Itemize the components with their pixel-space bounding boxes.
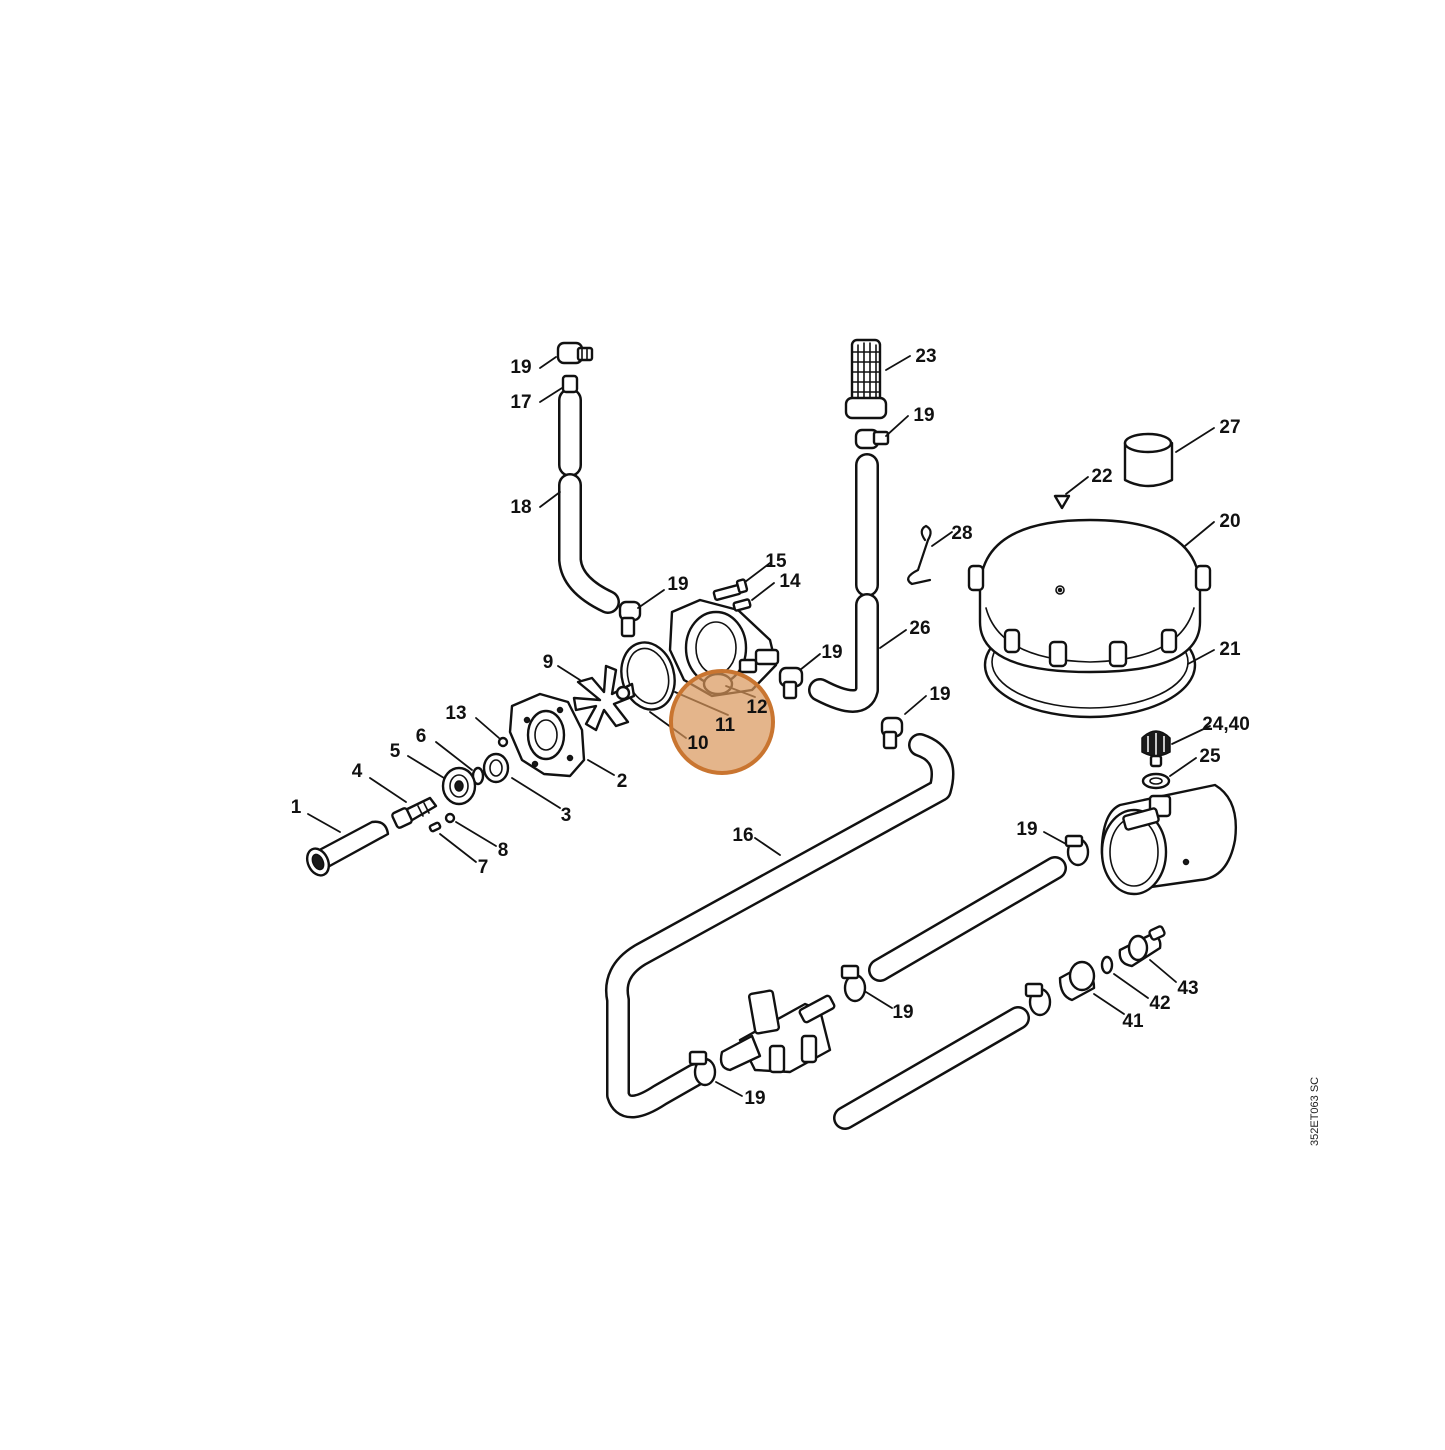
connector-17: [561, 374, 579, 394]
plug-22: [1053, 494, 1071, 510]
part-label-6: 6: [416, 726, 427, 747]
part-label-11: 11: [715, 715, 736, 736]
part-labels: 1917181915149136541238711121023192819261…: [291, 346, 1250, 1109]
part-label-28: 28: [951, 523, 972, 544]
screw-7: [428, 821, 442, 833]
seal-3: [482, 752, 510, 784]
part-label-23: 23: [915, 346, 936, 367]
part-label-9: 9: [543, 652, 554, 673]
part-label-8: 8: [498, 840, 509, 861]
part-label-41: 41: [1122, 1011, 1144, 1032]
hose-clamp-strainer: [854, 428, 890, 450]
part-label-25: 25: [1199, 746, 1221, 767]
part-label-22: 22: [1091, 466, 1112, 487]
hose-clamp-pump-left: [618, 600, 642, 638]
hose-16: [605, 733, 955, 1119]
tank-lid-20: [967, 518, 1212, 674]
fitting-41: [1058, 960, 1096, 1002]
screw-15: [712, 578, 749, 601]
part-label-19: 19: [1016, 819, 1037, 840]
part-label-19: 19: [667, 574, 688, 595]
valve-body: [719, 989, 836, 1074]
washer-25: [1141, 772, 1171, 790]
part-label-19: 19: [913, 405, 934, 426]
part-label-17: 17: [510, 392, 531, 413]
part-label-20: 20: [1219, 511, 1240, 532]
screw-14: [732, 598, 752, 612]
part-label-15: 15: [765, 551, 787, 572]
flange-2: [508, 692, 586, 778]
part-label-3: 3: [561, 805, 572, 826]
part-label-24-40: 24,40: [1202, 714, 1250, 735]
part-label-19: 19: [510, 357, 531, 378]
impeller-9: [572, 664, 636, 732]
highlight-marker: [669, 669, 775, 775]
washer-13: [497, 736, 509, 748]
hose-upper-diagonal: [868, 856, 1067, 982]
part-label-27: 27: [1219, 417, 1240, 438]
hose-clamp-upper-right: [1064, 834, 1090, 867]
part-label-19: 19: [929, 684, 950, 705]
document-code: 352ET063 SC: [1309, 1077, 1321, 1146]
hose-26: [808, 453, 879, 713]
part-label-14: 14: [779, 571, 801, 592]
part-label-12: 12: [746, 697, 767, 718]
pump-housing: [668, 598, 780, 698]
hose-clamp-middle: [840, 964, 867, 1003]
part-label-19: 19: [821, 642, 842, 663]
part-label-10: 10: [687, 733, 708, 754]
socket-1: [305, 820, 390, 877]
cap-27: [1123, 432, 1174, 488]
part-label-16: 16: [732, 825, 753, 846]
shaft-4: [391, 796, 438, 829]
part-label-5: 5: [390, 741, 401, 762]
part-label-7: 7: [478, 857, 489, 878]
hose-18: [558, 388, 620, 614]
nipple-43: [1118, 925, 1166, 968]
part-label-1: 1: [291, 797, 302, 818]
wire-clip-28: [907, 524, 932, 586]
part-label-19: 19: [892, 1002, 913, 1023]
gasket-10: [620, 641, 676, 711]
hose-clamp-lower-right: [1024, 982, 1052, 1017]
tank-outlet-fitting: [1100, 783, 1237, 896]
part-label-18: 18: [510, 497, 531, 518]
part-label-2: 2: [617, 771, 628, 792]
hose-clamp-top-left: [556, 341, 594, 365]
part-label-21: 21: [1219, 639, 1241, 660]
hose-clamp-bottom: [688, 1050, 717, 1087]
hose-lower-diagonal: [833, 1006, 1030, 1130]
part-label-26: 26: [909, 618, 930, 639]
knob-24-40: [1141, 730, 1171, 768]
hose-clamp-pump-right: [778, 666, 804, 700]
part-label-13: 13: [445, 703, 466, 724]
hose-clamp-mid-right: [880, 716, 904, 750]
strainer-23: [844, 338, 888, 420]
part-label-43: 43: [1177, 978, 1198, 999]
washer-8: [444, 812, 456, 824]
part-label-19: 19: [744, 1088, 765, 1109]
part-label-42: 42: [1149, 993, 1170, 1014]
bearing-5: [441, 766, 477, 806]
part-label-4: 4: [352, 761, 363, 782]
o-ring-42: [1100, 955, 1114, 975]
